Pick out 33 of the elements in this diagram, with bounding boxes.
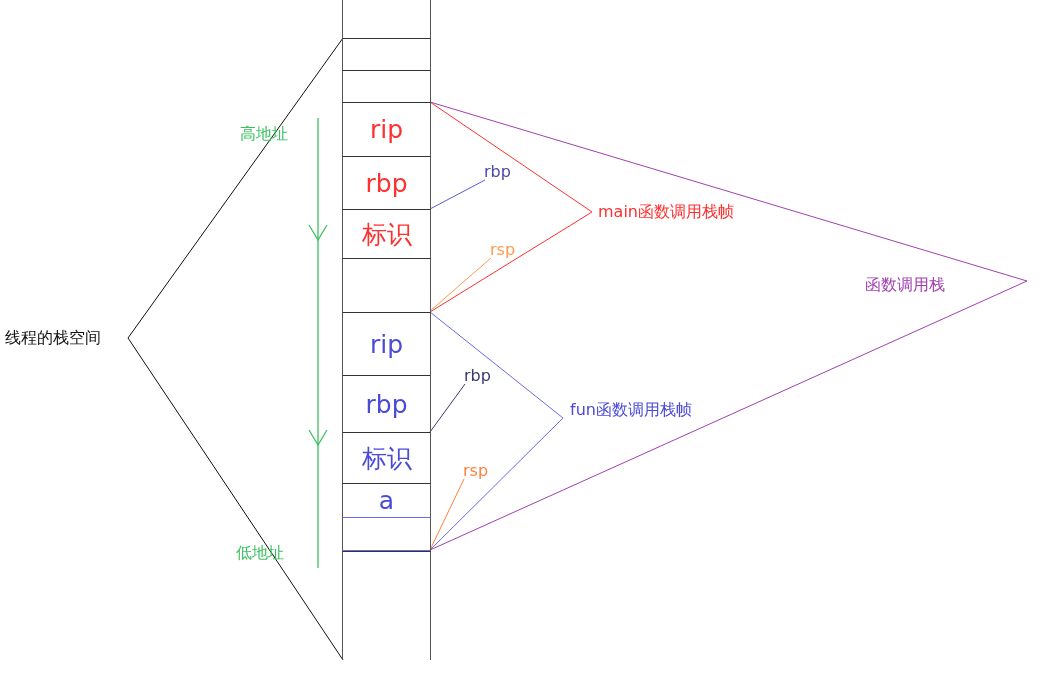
- address-label: 高地址: [240, 124, 288, 144]
- stack-cell: [342, 312, 431, 375]
- bracket-label: fun函数调用栈帧: [570, 400, 692, 420]
- stack-cell: [342, 483, 431, 517]
- leader-line: [429, 179, 486, 210]
- cell-text: 标识: [361, 445, 412, 471]
- pointer-label: rsp: [490, 241, 516, 259]
- leader-line: [429, 383, 466, 433]
- bracket-label: main函数调用栈帧: [598, 202, 734, 222]
- stack-cell: [342, 551, 431, 660]
- cell-text: 标识: [361, 221, 412, 247]
- pointer-label: rsp: [463, 462, 489, 480]
- stack-cell: [342, 70, 431, 102]
- cell-text: rip: [369, 117, 404, 142]
- stack-cell: [342, 432, 431, 483]
- cell-text: a: [378, 488, 395, 513]
- leader-line: [429, 257, 492, 312]
- stack-cell: [342, 0, 431, 38]
- cell-text: rip: [369, 331, 404, 357]
- stack-cell: [342, 258, 431, 312]
- cell-text: rbp: [365, 391, 408, 417]
- stack-cell: [342, 156, 431, 209]
- cell-text: rbp: [365, 170, 408, 196]
- stack-cell: [342, 517, 431, 551]
- pointer-label: rbp: [464, 367, 491, 385]
- stack-cell: [342, 209, 431, 258]
- bracket-label: 函数调用栈: [865, 275, 945, 295]
- stack-cell: [342, 38, 431, 70]
- stack-cell: [342, 375, 431, 432]
- leader-line: [429, 478, 465, 551]
- stack-cell: [342, 102, 431, 156]
- bracket-label: 线程的栈空间: [5, 328, 101, 348]
- pointer-label: rbp: [484, 163, 511, 181]
